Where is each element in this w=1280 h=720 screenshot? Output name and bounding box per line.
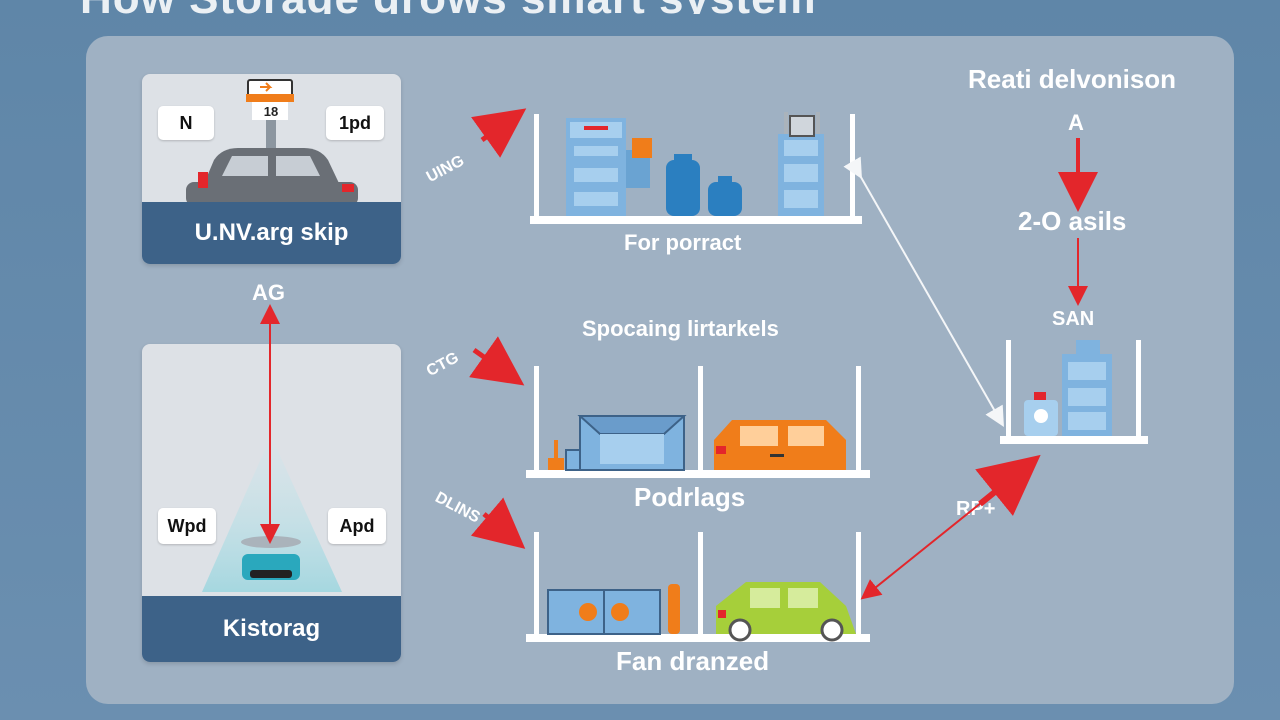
page-title: How Storage grows smart system xyxy=(80,0,1080,14)
shelf-right xyxy=(1000,340,1148,444)
box-icon xyxy=(548,415,687,471)
car-icon xyxy=(716,582,856,642)
shelf-bottom-caption: Fan dranzed xyxy=(616,646,770,676)
container-icon xyxy=(1062,340,1112,436)
card-top: 18 N 1pd U.NV.arg skip xyxy=(142,74,401,264)
connector-label: AG xyxy=(252,280,285,305)
flow-arrow-uing xyxy=(471,108,527,158)
chain-start: A xyxy=(1068,110,1084,135)
chain-end: SAN xyxy=(1052,308,1095,330)
link-arrow-white xyxy=(843,156,1004,427)
shelf-middle-caption: Podrlags xyxy=(634,482,746,512)
shelf-middle-heading: Spocaing lirtarkels xyxy=(582,316,779,341)
sign-number: 18 xyxy=(263,104,279,119)
shelf-bottom xyxy=(526,532,870,642)
card-bottom-title: Kistorag xyxy=(142,596,401,662)
car-icon xyxy=(186,79,358,206)
tag-1pd: 1pd xyxy=(326,106,384,140)
card-top-title: U.NV.arg skip xyxy=(142,202,401,264)
link-arrow-rp-head xyxy=(975,454,1041,516)
bottle-icon xyxy=(1024,392,1058,436)
shelf-top-caption: For porract xyxy=(624,230,742,255)
shelf-middle xyxy=(526,366,870,478)
chain-title: Reati delvonison xyxy=(968,64,1177,94)
tag-apd: Apd xyxy=(328,508,386,544)
flow-arrow-ctg xyxy=(469,336,525,386)
barrel-icon xyxy=(547,584,680,635)
tag-n: N xyxy=(158,106,214,140)
flow-arrow-dlins xyxy=(470,497,526,549)
container-icon xyxy=(566,118,652,216)
pallet-icon xyxy=(778,112,824,216)
shelf-top xyxy=(530,112,862,224)
car-icon xyxy=(714,420,846,470)
tag-wpd: Wpd xyxy=(158,508,216,544)
bottle-icon xyxy=(666,154,742,216)
